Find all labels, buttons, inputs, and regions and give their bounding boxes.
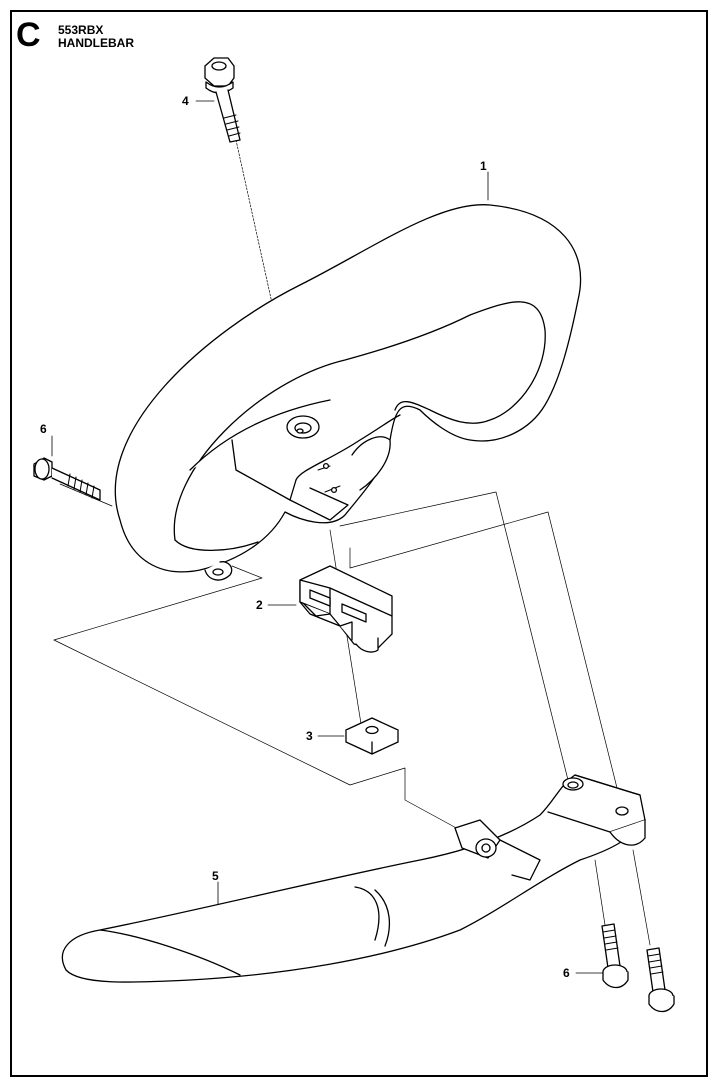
callout-6-bottom: 6 (563, 966, 570, 980)
callout-labels: 1 2 3 4 5 6 6 (40, 94, 570, 980)
callout-6-left: 6 (40, 422, 47, 436)
section-letter: C (16, 16, 41, 54)
callout-3: 3 (306, 729, 313, 743)
leader-lines (51, 100, 605, 974)
callout-2: 2 (256, 598, 263, 612)
screw-left (33, 457, 101, 501)
callout-1: 1 (480, 159, 487, 173)
model-number: 553RBX (58, 23, 104, 37)
clamp (299, 565, 393, 653)
callout-5: 5 (212, 869, 219, 883)
handle-grip (61, 774, 646, 983)
screw-bottom (601, 923, 675, 1013)
diagram-frame (10, 10, 708, 1077)
callout-4: 4 (182, 94, 189, 108)
diagram-title: HANDLEBAR (58, 36, 134, 50)
screw-top (204, 57, 241, 143)
handle-loop (114, 204, 582, 581)
square-nut (345, 717, 399, 755)
